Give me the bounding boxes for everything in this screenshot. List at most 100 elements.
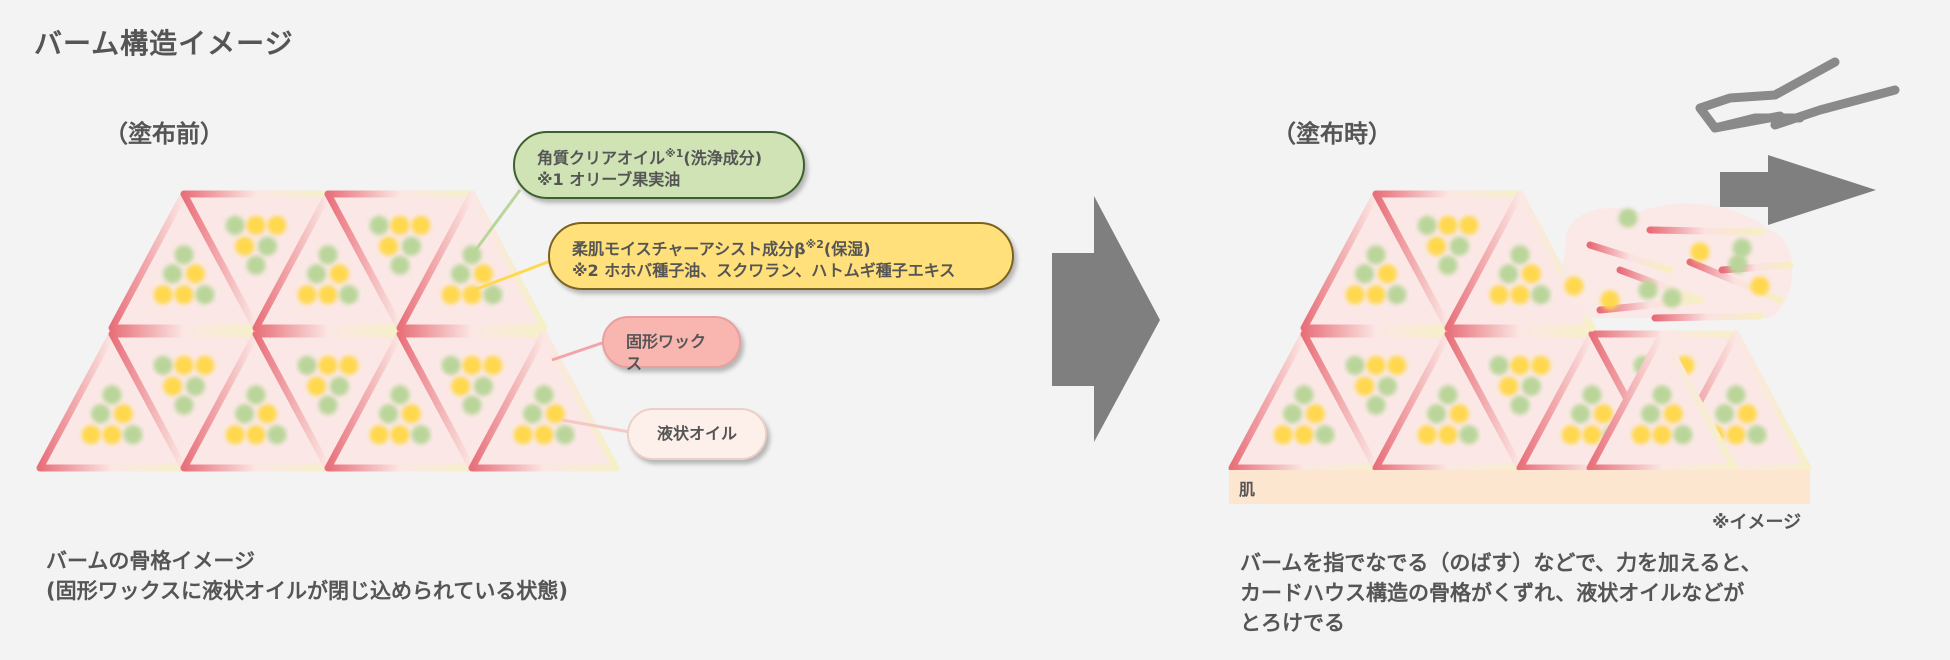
oil-dot <box>226 216 245 235</box>
yellow-oil-ref: ※2 <box>806 238 824 251</box>
oil-dot <box>1387 285 1406 304</box>
oil-dot <box>195 356 214 375</box>
oil-dot <box>319 396 338 415</box>
oil-dot <box>1594 404 1613 423</box>
oil-dot <box>1565 277 1584 296</box>
oil-dot <box>1632 425 1651 444</box>
oil-dot <box>370 216 389 235</box>
skin-layer: 肌 <box>1229 470 1810 504</box>
oil-dot <box>226 425 245 444</box>
oil-dot <box>1738 404 1757 423</box>
wax-fragment <box>1650 230 1760 232</box>
oil-dot <box>247 425 266 444</box>
skin-label: 肌 <box>1239 476 1255 500</box>
oil-dot <box>1531 285 1550 304</box>
oil-dot <box>1511 356 1530 375</box>
oil-dot <box>555 425 574 444</box>
transition-arrow-icon <box>1052 196 1160 442</box>
oil-dot <box>391 425 410 444</box>
oil-dot <box>1499 377 1518 396</box>
green-oil-note: ※1 オリーブ果実油 <box>537 169 781 191</box>
oil-dot <box>391 216 410 235</box>
oil-dot <box>330 377 349 396</box>
oil-dot <box>535 425 554 444</box>
collapsing-wax-pieces <box>1563 204 1793 318</box>
oil-dot <box>1727 425 1746 444</box>
wax-fragment <box>1655 316 1760 318</box>
oil-dot <box>1639 281 1658 300</box>
oil-dot <box>1418 216 1437 235</box>
oil-dot <box>114 404 133 423</box>
oil-dot <box>411 216 430 235</box>
oil-dot <box>1439 216 1458 235</box>
oil-dot <box>1355 377 1374 396</box>
oil-dot <box>463 356 482 375</box>
liquid-oil-bubble: 液状オイル <box>627 408 767 460</box>
oil-dot <box>474 377 493 396</box>
oil-dot <box>1367 396 1386 415</box>
oil-dot <box>163 377 182 396</box>
oil-dot <box>379 237 398 256</box>
oil-dot <box>1306 404 1325 423</box>
oil-dot <box>1511 285 1530 304</box>
yellow-oil-function: (保湿) <box>824 239 871 258</box>
oil-dot <box>1378 264 1397 283</box>
green-oil-function: (洗浄成分) <box>683 148 762 167</box>
oil-dot <box>307 377 326 396</box>
solid-wax-bubble: 固形ワックス <box>602 316 741 368</box>
oil-dot <box>1653 385 1672 404</box>
oil-dot <box>195 285 214 304</box>
oil-dot <box>1663 289 1682 308</box>
oil-dot <box>247 216 266 235</box>
oil-dot <box>1387 356 1406 375</box>
oil-dot <box>411 425 430 444</box>
pink-connector <box>552 342 605 360</box>
oil-dot <box>1583 425 1602 444</box>
oil-dot <box>1664 404 1683 423</box>
oil-dot <box>402 404 421 423</box>
oil-dot <box>1367 245 1386 264</box>
oil-dot <box>1346 285 1365 304</box>
green-oil-ref: ※1 <box>665 147 683 160</box>
oil-dot <box>442 285 461 304</box>
oil-dot <box>82 425 101 444</box>
oil-dot <box>1427 404 1446 423</box>
oil-dot <box>523 404 542 423</box>
oil-dot <box>474 264 493 283</box>
yellow-oil-name: 柔肌モイスチャーアシスト成分β <box>572 239 806 258</box>
oil-dot <box>1315 425 1334 444</box>
oil-dot <box>391 385 410 404</box>
solid-wax-label: 固形ワックス <box>626 332 706 373</box>
oil-dot <box>298 356 317 375</box>
oil-dot <box>1715 404 1734 423</box>
oil-dot <box>1727 385 1746 404</box>
oil-dot <box>370 425 389 444</box>
oil-dot <box>1274 425 1293 444</box>
oil-dot <box>267 425 286 444</box>
oil-dot <box>463 396 482 415</box>
oil-dot <box>1751 277 1770 296</box>
oil-dot <box>1450 404 1469 423</box>
yellow-oil-note: ※2 ホホバ種子油、スクワラン、ハトムギ種子エキス <box>572 260 990 282</box>
oil-dot <box>267 216 286 235</box>
oil-dot <box>175 285 194 304</box>
image-note: ※イメージ <box>1712 508 1801 534</box>
oil-dot <box>1295 385 1314 404</box>
oil-dot <box>258 237 277 256</box>
oil-dot <box>235 404 254 423</box>
oil-dot <box>1729 255 1748 274</box>
oil-dot <box>1367 356 1386 375</box>
oil-dot <box>247 385 266 404</box>
oil-dot <box>258 404 277 423</box>
oil-dot <box>1283 404 1302 423</box>
oil-dot <box>1378 377 1397 396</box>
oil-dot <box>1499 264 1518 283</box>
oil-dot <box>451 377 470 396</box>
oil-dot <box>186 264 205 283</box>
yellow-oil-bubble: 柔肌モイスチャーアシスト成分β※2(保湿) ※2 ホホバ種子油、スクワラン、ハト… <box>548 222 1014 290</box>
oil-dot <box>1439 425 1458 444</box>
liquid-oil-label: 液状オイル <box>657 424 737 443</box>
oil-dot <box>535 385 554 404</box>
oil-dot <box>1511 396 1530 415</box>
oil-dot <box>339 285 358 304</box>
